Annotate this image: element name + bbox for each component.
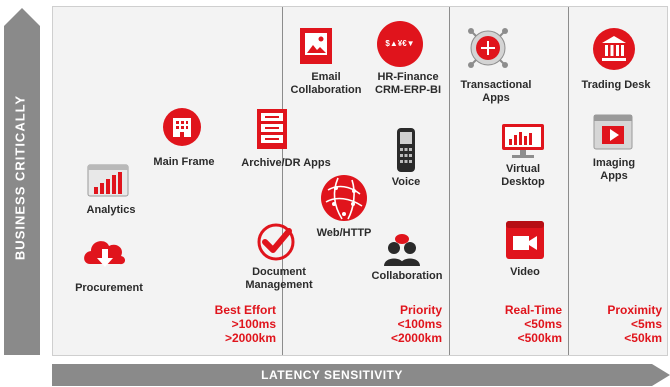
email-label-line2: Collaboration (290, 84, 362, 96)
imaging-label-line1: Imaging (592, 157, 636, 169)
document-label-line1: Document (252, 266, 306, 278)
tier-best-effort-name: Best Effort (214, 303, 276, 317)
email-label: Email Collaboration (286, 71, 366, 97)
virtual-label: Virtual Desktop (490, 163, 556, 189)
virtual-label-line2: Desktop (501, 176, 545, 188)
virtual-desktop-icon (502, 124, 544, 158)
tier-proximity-name: Proximity (607, 303, 662, 317)
trading-label: Trading Desk (581, 79, 651, 91)
tier-priority-latency: <100ms (397, 317, 442, 331)
archive-label: Archive/DR Apps (241, 157, 331, 169)
document-label: Document Management (238, 266, 320, 292)
mobile-phone-icon (397, 128, 415, 172)
currency-icon-text: $▲¥€▼ (385, 39, 415, 48)
web-label: Web/HTTP (316, 227, 372, 239)
tier-best-effort: Best Effort >100ms >2000km (190, 303, 276, 345)
imaging-label: Imaging Apps (584, 157, 644, 183)
transaction-network-icon (468, 28, 508, 68)
tier-real-time-distance: <500km (517, 331, 562, 345)
tier-real-time-latency: <50ms (524, 317, 562, 331)
hrfinance-label: HR-Finance CRM-ERP-BI (366, 71, 450, 97)
chart-panel (52, 6, 668, 356)
procurement-label: Procurement (75, 282, 143, 294)
checkmark-icon (257, 223, 295, 261)
hrfinance-label-line2: CRM-ERP-BI (375, 84, 441, 96)
tier-priority: Priority <100ms <2000km (362, 303, 442, 345)
tier-best-effort-distance: >2000km (224, 331, 276, 345)
tier-priority-name: Priority (399, 303, 442, 317)
document-label-line2: Management (245, 279, 313, 291)
transactional-label-line2: Apps (482, 92, 510, 104)
y-axis-label: BUSINESS CRITICALLY (12, 94, 28, 261)
collaboration-label: Collaboration (371, 270, 443, 282)
tier-real-time: Real-Time <50ms <500km (486, 303, 562, 345)
archive-icon (257, 109, 287, 149)
divider-3 (568, 7, 569, 355)
tier-proximity: Proximity <5ms <50km (584, 303, 662, 345)
divider-1 (282, 7, 283, 355)
tier-proximity-distance: <50km (624, 331, 662, 345)
tier-best-effort-latency: >100ms (231, 317, 276, 331)
transactional-label-line1: Transactional (460, 79, 532, 91)
currency-icon (377, 21, 423, 67)
voice-label: Voice (391, 176, 421, 188)
video-camera-icon (506, 221, 544, 259)
tier-priority-distance: <2000km (390, 331, 442, 345)
hrfinance-label-line1: HR-Finance (377, 71, 439, 83)
analytics-icon (87, 164, 129, 197)
virtual-label-line1: Virtual (505, 163, 541, 175)
tier-proximity-latency: <5ms (630, 317, 662, 331)
globe-icon (321, 175, 367, 221)
video-label: Video (510, 266, 540, 278)
cloud-download-icon (84, 241, 126, 267)
transactional-label: Transactional Apps (454, 79, 538, 105)
x-axis-arrow (52, 364, 670, 386)
x-axis-label: LATENCY SENSITIVITY (261, 368, 403, 382)
analytics-label: Analytics (86, 204, 136, 216)
bank-icon (593, 28, 635, 70)
email-image-icon (300, 28, 332, 64)
building-icon (163, 108, 201, 146)
email-label-line1: Email (311, 71, 341, 83)
divider-2 (449, 7, 450, 355)
people-chat-icon (384, 234, 420, 266)
tier-real-time-name: Real-Time (504, 303, 562, 317)
mainframe-label: Main Frame (153, 156, 215, 168)
imaging-label-line2: Apps (600, 170, 628, 182)
imaging-play-icon (593, 114, 633, 150)
y-axis-arrow (4, 8, 40, 355)
